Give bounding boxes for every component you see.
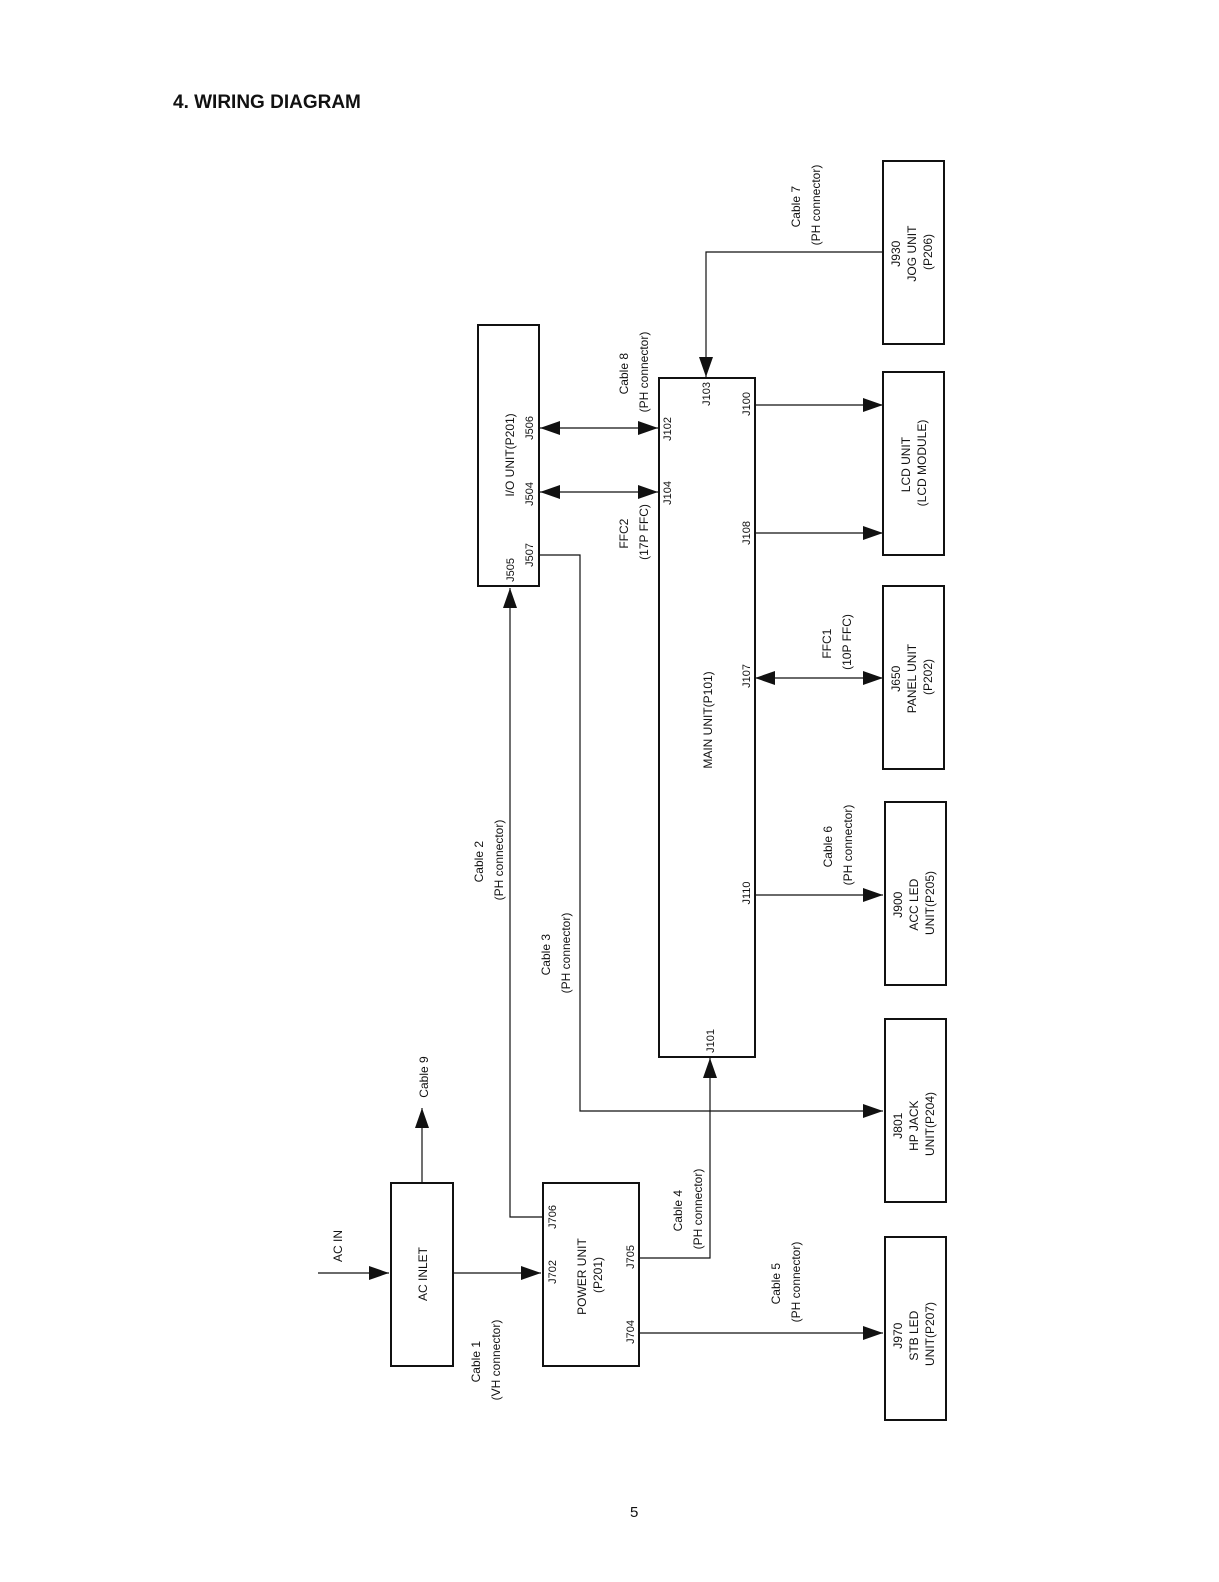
- cable4-label: Cable 4 (PH connector): [671, 1169, 705, 1250]
- svg-text:J650 PANEL UNIT: J650 PANEL UNIT (P202): [889, 641, 935, 713]
- ffc1-label: FFC1 (10P FFC): [820, 614, 854, 670]
- lcd-unit-box: [882, 371, 945, 556]
- svg-text:Cable 8 (PH connector): Cable 8 (PH connector): [617, 332, 651, 413]
- svg-text:Cable 4 (PH connector): Cable 4 (PH connector): [671, 1169, 705, 1250]
- ac-inlet-box: [390, 1182, 454, 1367]
- cable1-label: Cable 1 (VH connector): [469, 1320, 503, 1401]
- panel-unit-box: [882, 585, 945, 770]
- hp-jack-unit-label: J801 HP JACK UNIT(P204): [891, 1092, 937, 1156]
- lcd-unit-label: LCD UNIT (LCD MODULE): [899, 420, 929, 507]
- wires: [318, 251, 883, 1340]
- main-unit-box: [658, 377, 756, 1058]
- page-number: 5: [630, 1504, 639, 1521]
- io-unit-label: I/O UNIT(P201): [503, 413, 517, 496]
- io-unit-box: [477, 324, 540, 587]
- svg-text:POWER UNIT (P201): POWER UNIT (P201): [575, 1235, 605, 1315]
- cable2-wire: [503, 588, 543, 1218]
- main-unit-label: MAIN UNIT(P101): [701, 671, 715, 768]
- svg-text:AC INLET: AC INLET: [416, 1246, 430, 1301]
- svg-text:Cable 6 (PH connector): Cable 6 (PH connector): [821, 805, 855, 886]
- svg-text:LCD UNIT (LCD MODULE): LCD UNIT (LCD MODULE): [899, 420, 929, 507]
- svg-text:Cable 3 (PH connector): Cable 3 (PH connector): [539, 913, 573, 994]
- connector-j108: J108: [741, 521, 753, 545]
- svg-text:J930 JOG UNIT: J930 JOG UNIT (P206): [889, 222, 935, 281]
- cable3-wire: [540, 554, 883, 1118]
- connector-labels: J506 J504 J505 J507 J102 J104 J103 J100 …: [505, 382, 753, 1344]
- connector-j107: J107: [741, 664, 753, 688]
- panel-unit-label: J650 PANEL UNIT (P202): [889, 641, 935, 713]
- page-title: 4. WIRING DIAGRAM: [173, 92, 361, 113]
- stb-led-unit-box: [884, 1236, 947, 1421]
- acc-led-unit-box: [884, 801, 947, 986]
- cable7-wire: [699, 251, 883, 377]
- cable7-label: Cable 7 (PH connector): [789, 165, 823, 246]
- svg-text:Cable 9: Cable 9: [417, 1056, 431, 1098]
- cable8-label: Cable 8 (PH connector): [617, 332, 651, 413]
- connector-j507: J507: [524, 543, 536, 567]
- connector-j705: J705: [625, 1245, 637, 1269]
- hp-jack-unit-box: [884, 1018, 947, 1203]
- cable5-label: Cable 5 (PH connector): [769, 1242, 803, 1323]
- power-unit-box: [542, 1182, 640, 1367]
- cable4-wire: [639, 1058, 717, 1259]
- connector-j104: J104: [662, 481, 674, 505]
- jog-unit-label: J930 JOG UNIT (P206): [889, 222, 935, 282]
- power-unit-label: POWER UNIT (P201): [575, 1235, 605, 1315]
- connector-j505: J505: [505, 558, 517, 582]
- connector-j706: J706: [547, 1205, 559, 1229]
- jog-unit-box: [882, 160, 945, 345]
- acc-led-unit-label: J900 ACC LED UNIT(P205): [891, 871, 937, 935]
- connector-j102: J102: [662, 417, 674, 441]
- ac-in-label: AC IN: [331, 1230, 345, 1262]
- svg-text:FFC2 (17P FFC): FFC2 (17P FFC): [617, 504, 651, 560]
- svg-text:J801 HP JACK U: J801 HP JACK UNIT(P204): [891, 1092, 937, 1156]
- connector-j101: J101: [705, 1029, 717, 1053]
- ac-inlet-label: AC INLET: [416, 1246, 430, 1301]
- cable6-label: Cable 6 (PH connector): [821, 805, 855, 886]
- connector-j103: J103: [701, 382, 713, 406]
- svg-text:J900 ACC LED U: J900 ACC LED UNIT(P205): [891, 871, 937, 935]
- ffc2-label: FFC2 (17P FFC): [617, 504, 651, 560]
- svg-text:J970 STB LED U: J970 STB LED UNIT(P207): [891, 1302, 937, 1366]
- svg-text:MAIN UNIT(P101): MAIN UNIT(P101): [701, 671, 715, 768]
- stb-led-unit-label: J970 STB LED UNIT(P207): [891, 1302, 937, 1366]
- svg-text:I/O UNIT(P201): I/O UNIT(P201): [503, 413, 517, 496]
- svg-text:Cable 7 (PH connector): Cable 7 (PH connector): [789, 165, 823, 246]
- connector-j702: J702: [547, 1260, 559, 1284]
- svg-text:Cable 5 (PH connector): Cable 5 (PH connector): [769, 1242, 803, 1323]
- svg-text:AC IN: AC IN: [331, 1230, 345, 1262]
- connector-j504: J504: [524, 482, 536, 506]
- connector-j110: J110: [741, 881, 753, 904]
- connector-j100: J100: [741, 392, 753, 416]
- cable9-label: Cable 9: [417, 1056, 431, 1098]
- svg-text:Cable 1 (VH connector): Cable 1 (VH connector): [469, 1320, 503, 1401]
- connector-j704: J704: [625, 1320, 637, 1344]
- cable3-label: Cable 3 (PH connector): [539, 913, 573, 994]
- cable2-label: Cable 2 (PH connector): [472, 820, 506, 901]
- connector-j506: J506: [524, 416, 536, 440]
- svg-text:FFC1 (10P FFC): FFC1 (10P FFC): [820, 614, 854, 670]
- svg-text:Cable 2 (PH connector): Cable 2 (PH connector): [472, 820, 506, 901]
